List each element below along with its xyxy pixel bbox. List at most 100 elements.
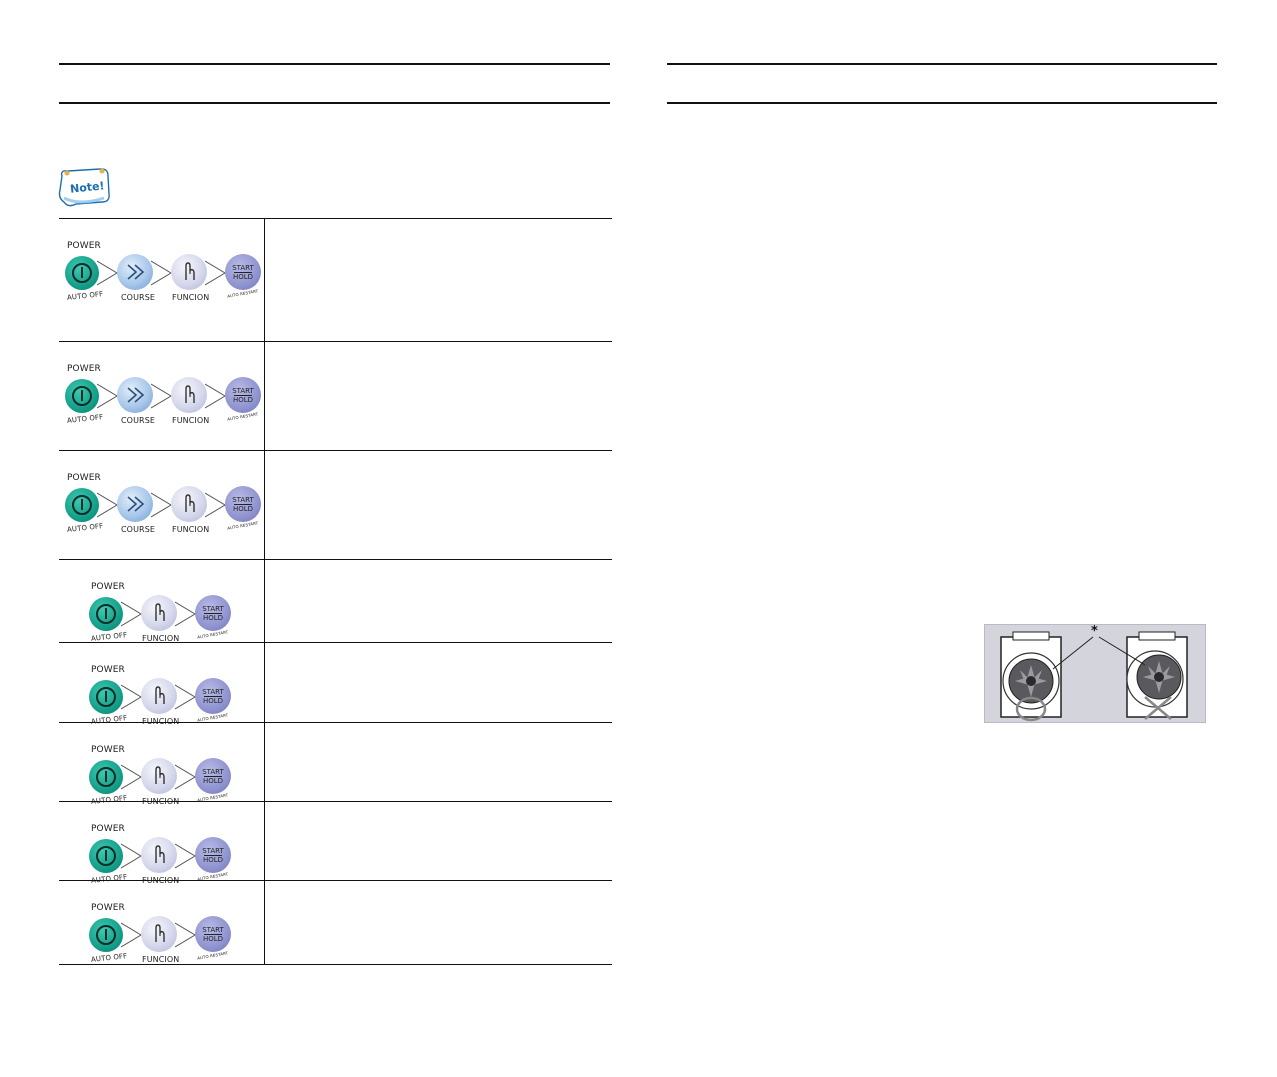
sequence-arrow — [120, 600, 143, 628]
row-divider — [264, 643, 265, 723]
start-hold-divider — [204, 613, 222, 614]
power-label: POWER — [91, 665, 125, 675]
start-label: START — [202, 688, 224, 696]
power-icon — [96, 846, 116, 866]
start-label: START — [202, 926, 224, 934]
sequence-arrow — [150, 382, 173, 410]
funcion-button[interactable] — [171, 254, 207, 290]
power-label: POWER — [91, 824, 125, 834]
power-button[interactable] — [89, 760, 123, 794]
funcion-button[interactable] — [171, 486, 207, 522]
row-divider — [264, 723, 265, 802]
hold-label: HOLD — [202, 614, 224, 622]
auto-off-label: AUTO OFF — [66, 290, 104, 302]
sequence-arrow — [96, 259, 119, 287]
start-label: START — [202, 768, 224, 776]
fast-forward-icon — [127, 387, 145, 403]
power-button[interactable] — [65, 488, 99, 522]
start-hold-divider — [204, 855, 222, 856]
course-label: COURSE — [121, 416, 156, 425]
funcion-button[interactable] — [141, 916, 177, 952]
power-label: POWER — [91, 582, 125, 592]
funcion-button[interactable] — [141, 678, 177, 714]
sequence-arrow — [204, 382, 227, 410]
power-icon — [72, 386, 92, 406]
auto-restart-label: AUTO RESTART — [196, 950, 229, 961]
course-button[interactable] — [117, 254, 153, 290]
power-label: POWER — [91, 745, 125, 755]
start-hold-divider — [234, 504, 252, 505]
pulsator-diagram: * ○ × — [984, 624, 1206, 723]
power-label: POWER — [67, 364, 101, 374]
course-button[interactable] — [117, 377, 153, 413]
power-button[interactable] — [89, 918, 123, 952]
sequence-arrow — [150, 491, 173, 519]
row-divider — [264, 451, 265, 560]
funcion-label: FUNCION — [142, 955, 180, 964]
power-button[interactable] — [89, 597, 123, 631]
power-button[interactable] — [65, 379, 99, 413]
power-label: POWER — [91, 903, 125, 913]
hold-label: HOLD — [232, 273, 254, 281]
sequence-arrow — [204, 491, 227, 519]
row-divider — [264, 560, 265, 643]
finger-press-icon — [155, 686, 165, 704]
finger-press-icon — [185, 494, 195, 512]
course-label: COURSE — [121, 525, 156, 534]
course-label: COURSE — [121, 293, 156, 302]
sequence-arrow — [174, 683, 197, 711]
funcion-label: FUNCION — [172, 416, 210, 425]
power-label: POWER — [67, 473, 101, 483]
fast-forward-icon — [127, 496, 145, 512]
row-divider — [264, 342, 265, 451]
start-hold-divider — [204, 696, 222, 697]
washer-pulsator-figure — [1000, 631, 1188, 722]
funcion-button[interactable] — [141, 837, 177, 873]
funcion-button[interactable] — [141, 758, 177, 794]
row-divider — [264, 802, 265, 881]
auto-off-label: AUTO OFF — [66, 413, 104, 425]
hold-label: HOLD — [202, 697, 224, 705]
funcion-button[interactable] — [141, 595, 177, 631]
funcion-button[interactable] — [171, 377, 207, 413]
auto-restart-label: AUTO RESTART — [226, 411, 259, 422]
sequence-arrow — [120, 683, 143, 711]
right-header-rule-top — [667, 63, 1217, 65]
start-label: START — [202, 605, 224, 613]
start-label: START — [232, 264, 254, 272]
power-icon — [96, 925, 116, 945]
note-badge: Note! — [56, 164, 114, 210]
power-icon — [96, 604, 116, 624]
power-button[interactable] — [89, 839, 123, 873]
diagram-marker: * — [1091, 624, 1098, 639]
funcion-label: FUNCION — [142, 717, 180, 726]
power-button[interactable] — [89, 680, 123, 714]
auto-off-label: AUTO OFF — [90, 952, 128, 964]
course-button[interactable] — [117, 486, 153, 522]
funcion-label: FUNCION — [142, 634, 180, 643]
right-header-rule-bottom — [667, 102, 1217, 104]
power-icon — [72, 495, 92, 515]
sequence-arrow — [96, 491, 119, 519]
hold-label: HOLD — [232, 505, 254, 513]
start-hold-divider — [234, 395, 252, 396]
funcion-label: FUNCION — [172, 525, 210, 534]
power-button[interactable] — [65, 256, 99, 290]
